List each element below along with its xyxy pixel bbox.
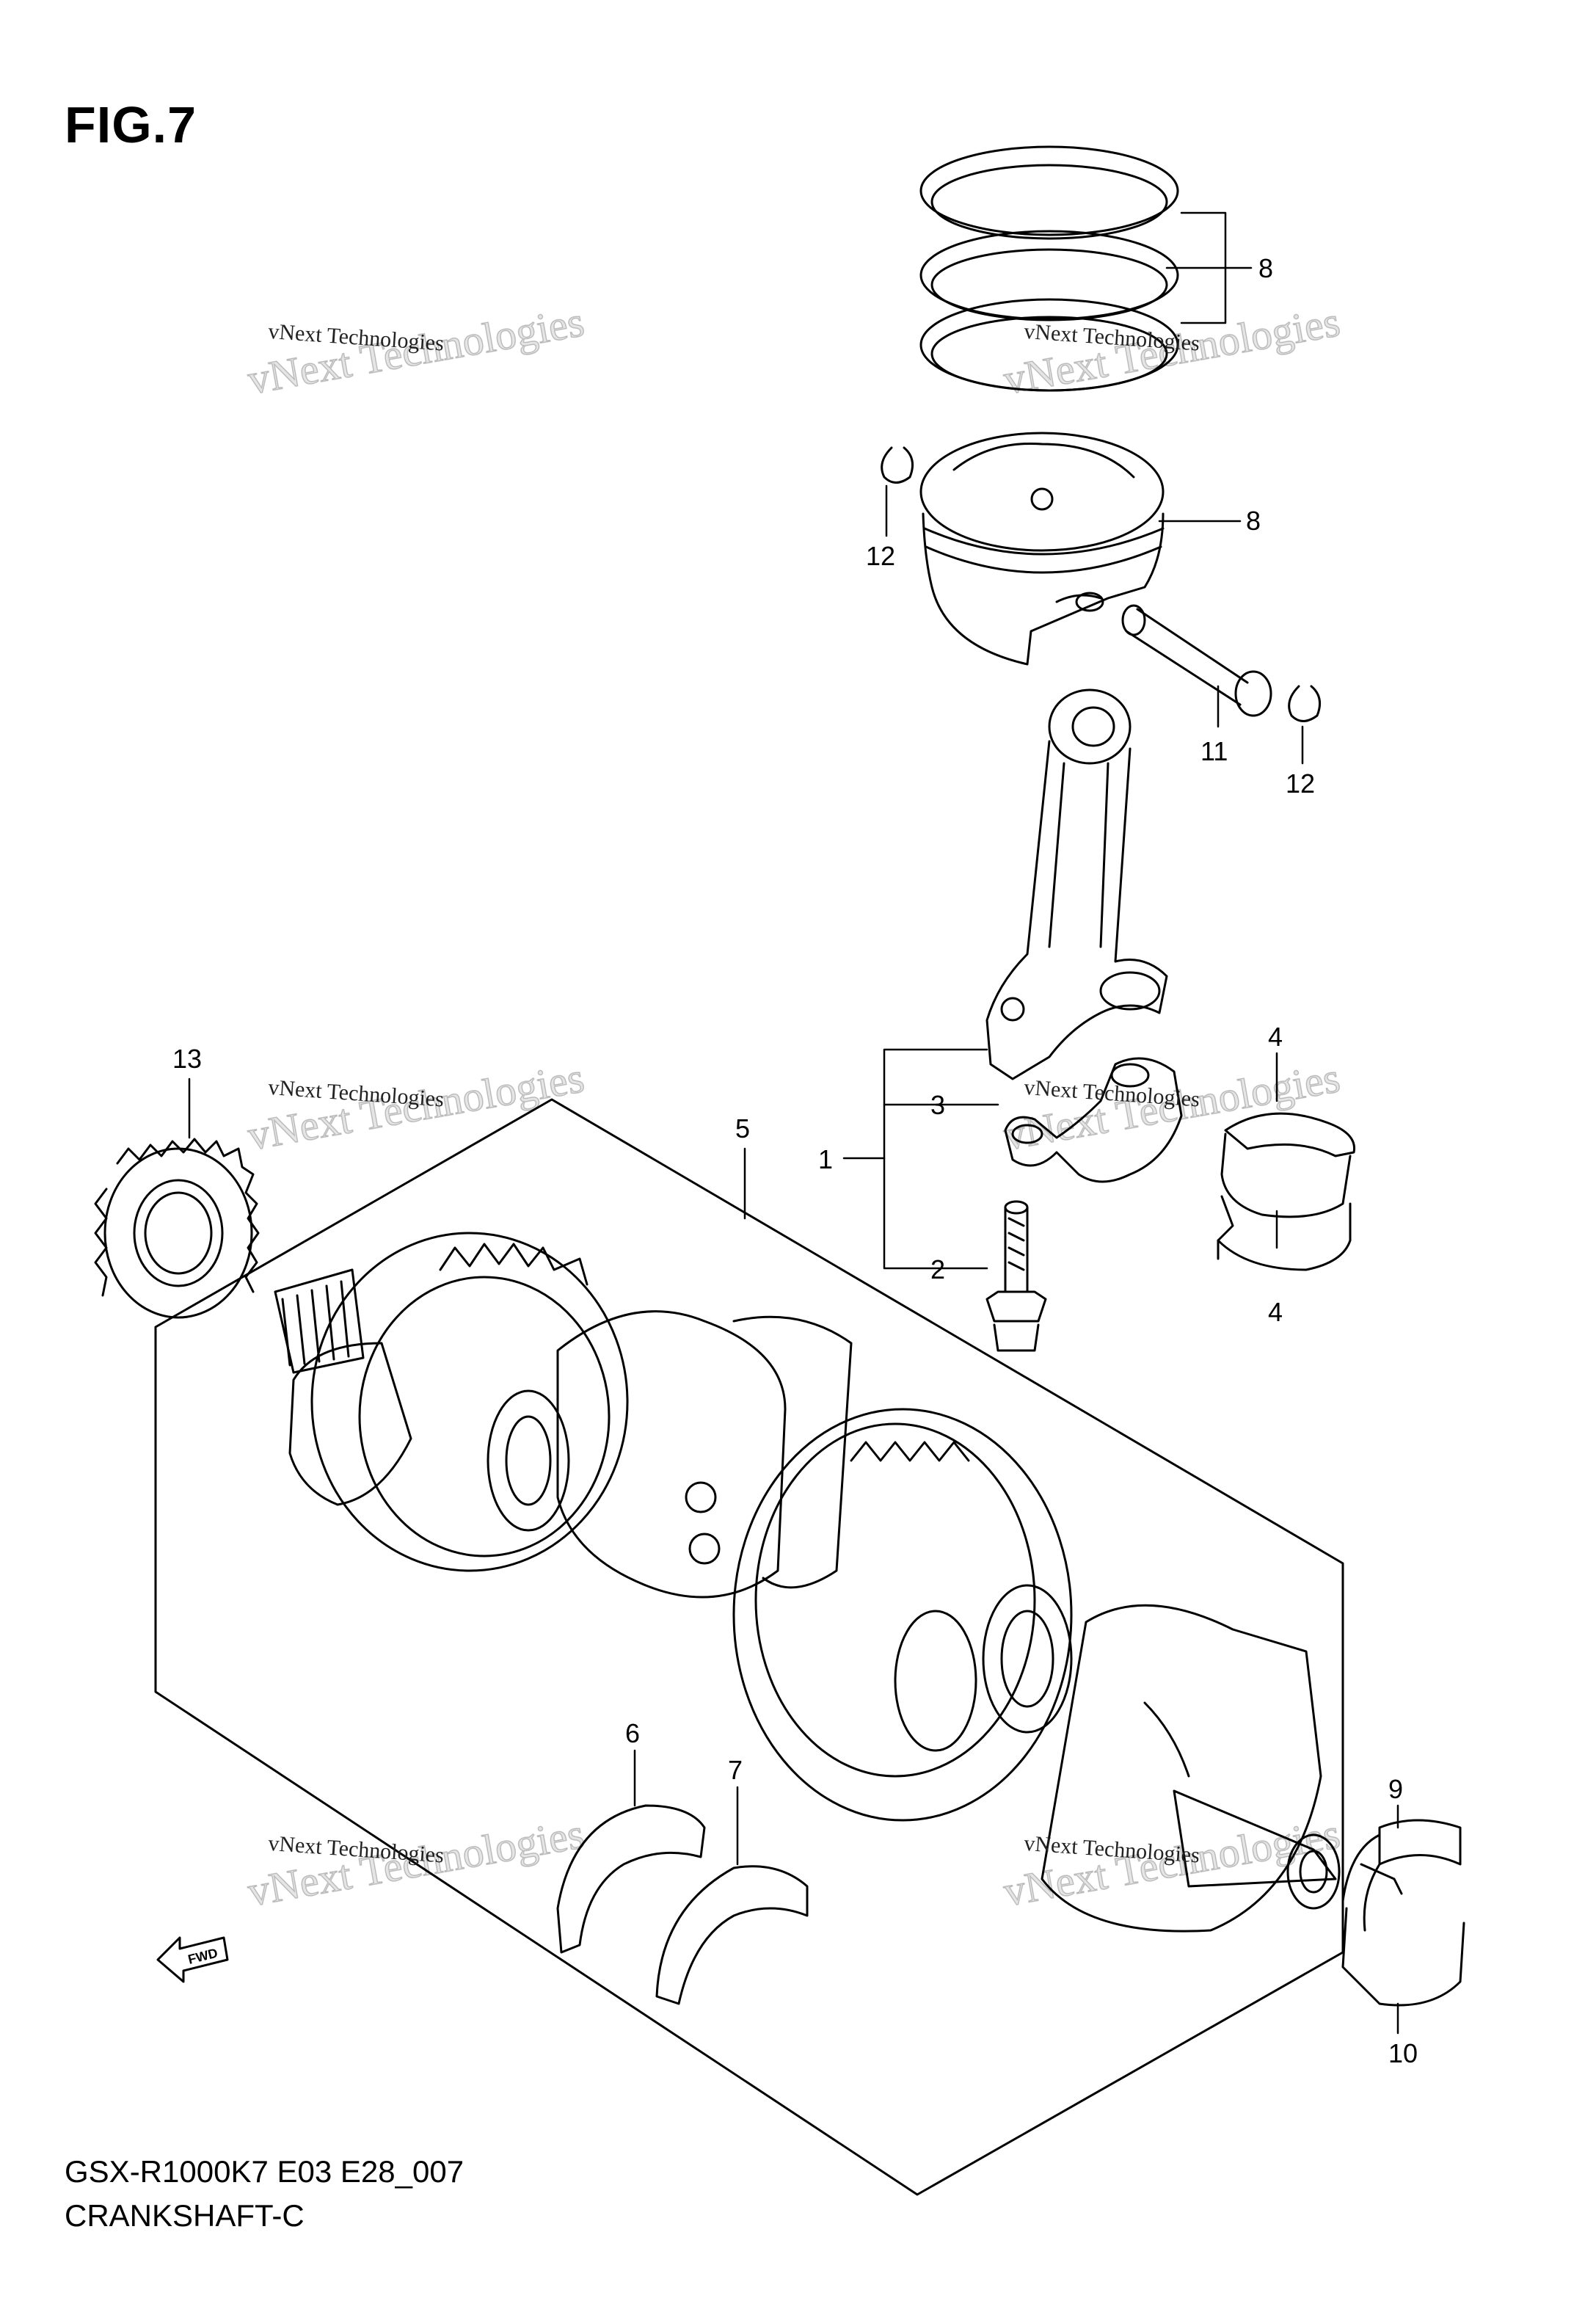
figure-title: FIG.7 <box>65 96 197 153</box>
callout-8-lower: 10 <box>1388 2038 1418 2068</box>
thrust-bearing-7 <box>655 1865 809 2005</box>
circlip-lower <box>1288 685 1322 722</box>
piston <box>919 432 1165 666</box>
callout-1: 1 <box>818 1144 833 1174</box>
connecting-rod-bolt <box>985 1200 1047 1352</box>
callout-11: 11 <box>1200 736 1228 766</box>
piston-rings <box>919 145 1179 392</box>
callout-6: 6 <box>625 1718 640 1748</box>
connecting-rod-cap <box>1004 1057 1183 1183</box>
section-name: CRANKSHAFT-C <box>65 2198 305 2233</box>
callout-12-lower: 12 <box>1286 768 1315 799</box>
callout-9: 8 <box>1246 506 1261 536</box>
callout-4-upper: 4 <box>1268 1022 1283 1052</box>
callout-12-upper: 12 <box>866 541 895 571</box>
conrod-bearings <box>1217 1112 1356 1271</box>
callout-8-upper: 9 <box>1388 1774 1403 1804</box>
connecting-rod <box>985 688 1168 1080</box>
circlip-upper <box>881 446 914 484</box>
primary-drive-gear <box>94 1138 260 1319</box>
crankshaft-group-box <box>154 1098 1344 2196</box>
thrust-bearing-6 <box>556 1804 706 1954</box>
callout-2: 2 <box>930 1254 945 1284</box>
crankshaft <box>274 1232 1341 1933</box>
callout-10: 8 <box>1258 253 1273 283</box>
leader-lines <box>188 211 1399 2035</box>
callout-4-lower: 4 <box>1268 1297 1283 1327</box>
callout-5: 5 <box>735 1113 750 1144</box>
callout-7: 7 <box>728 1755 743 1785</box>
crankshaft-main-bearing <box>1341 1819 1465 2007</box>
fwd-arrow <box>156 1936 229 1983</box>
callout-13: 13 <box>172 1044 202 1074</box>
piston-pin <box>1121 604 1272 717</box>
callout-3: 3 <box>930 1090 945 1120</box>
model-code: GSX-R1000K7 E03 E28_007 <box>65 2154 464 2189</box>
